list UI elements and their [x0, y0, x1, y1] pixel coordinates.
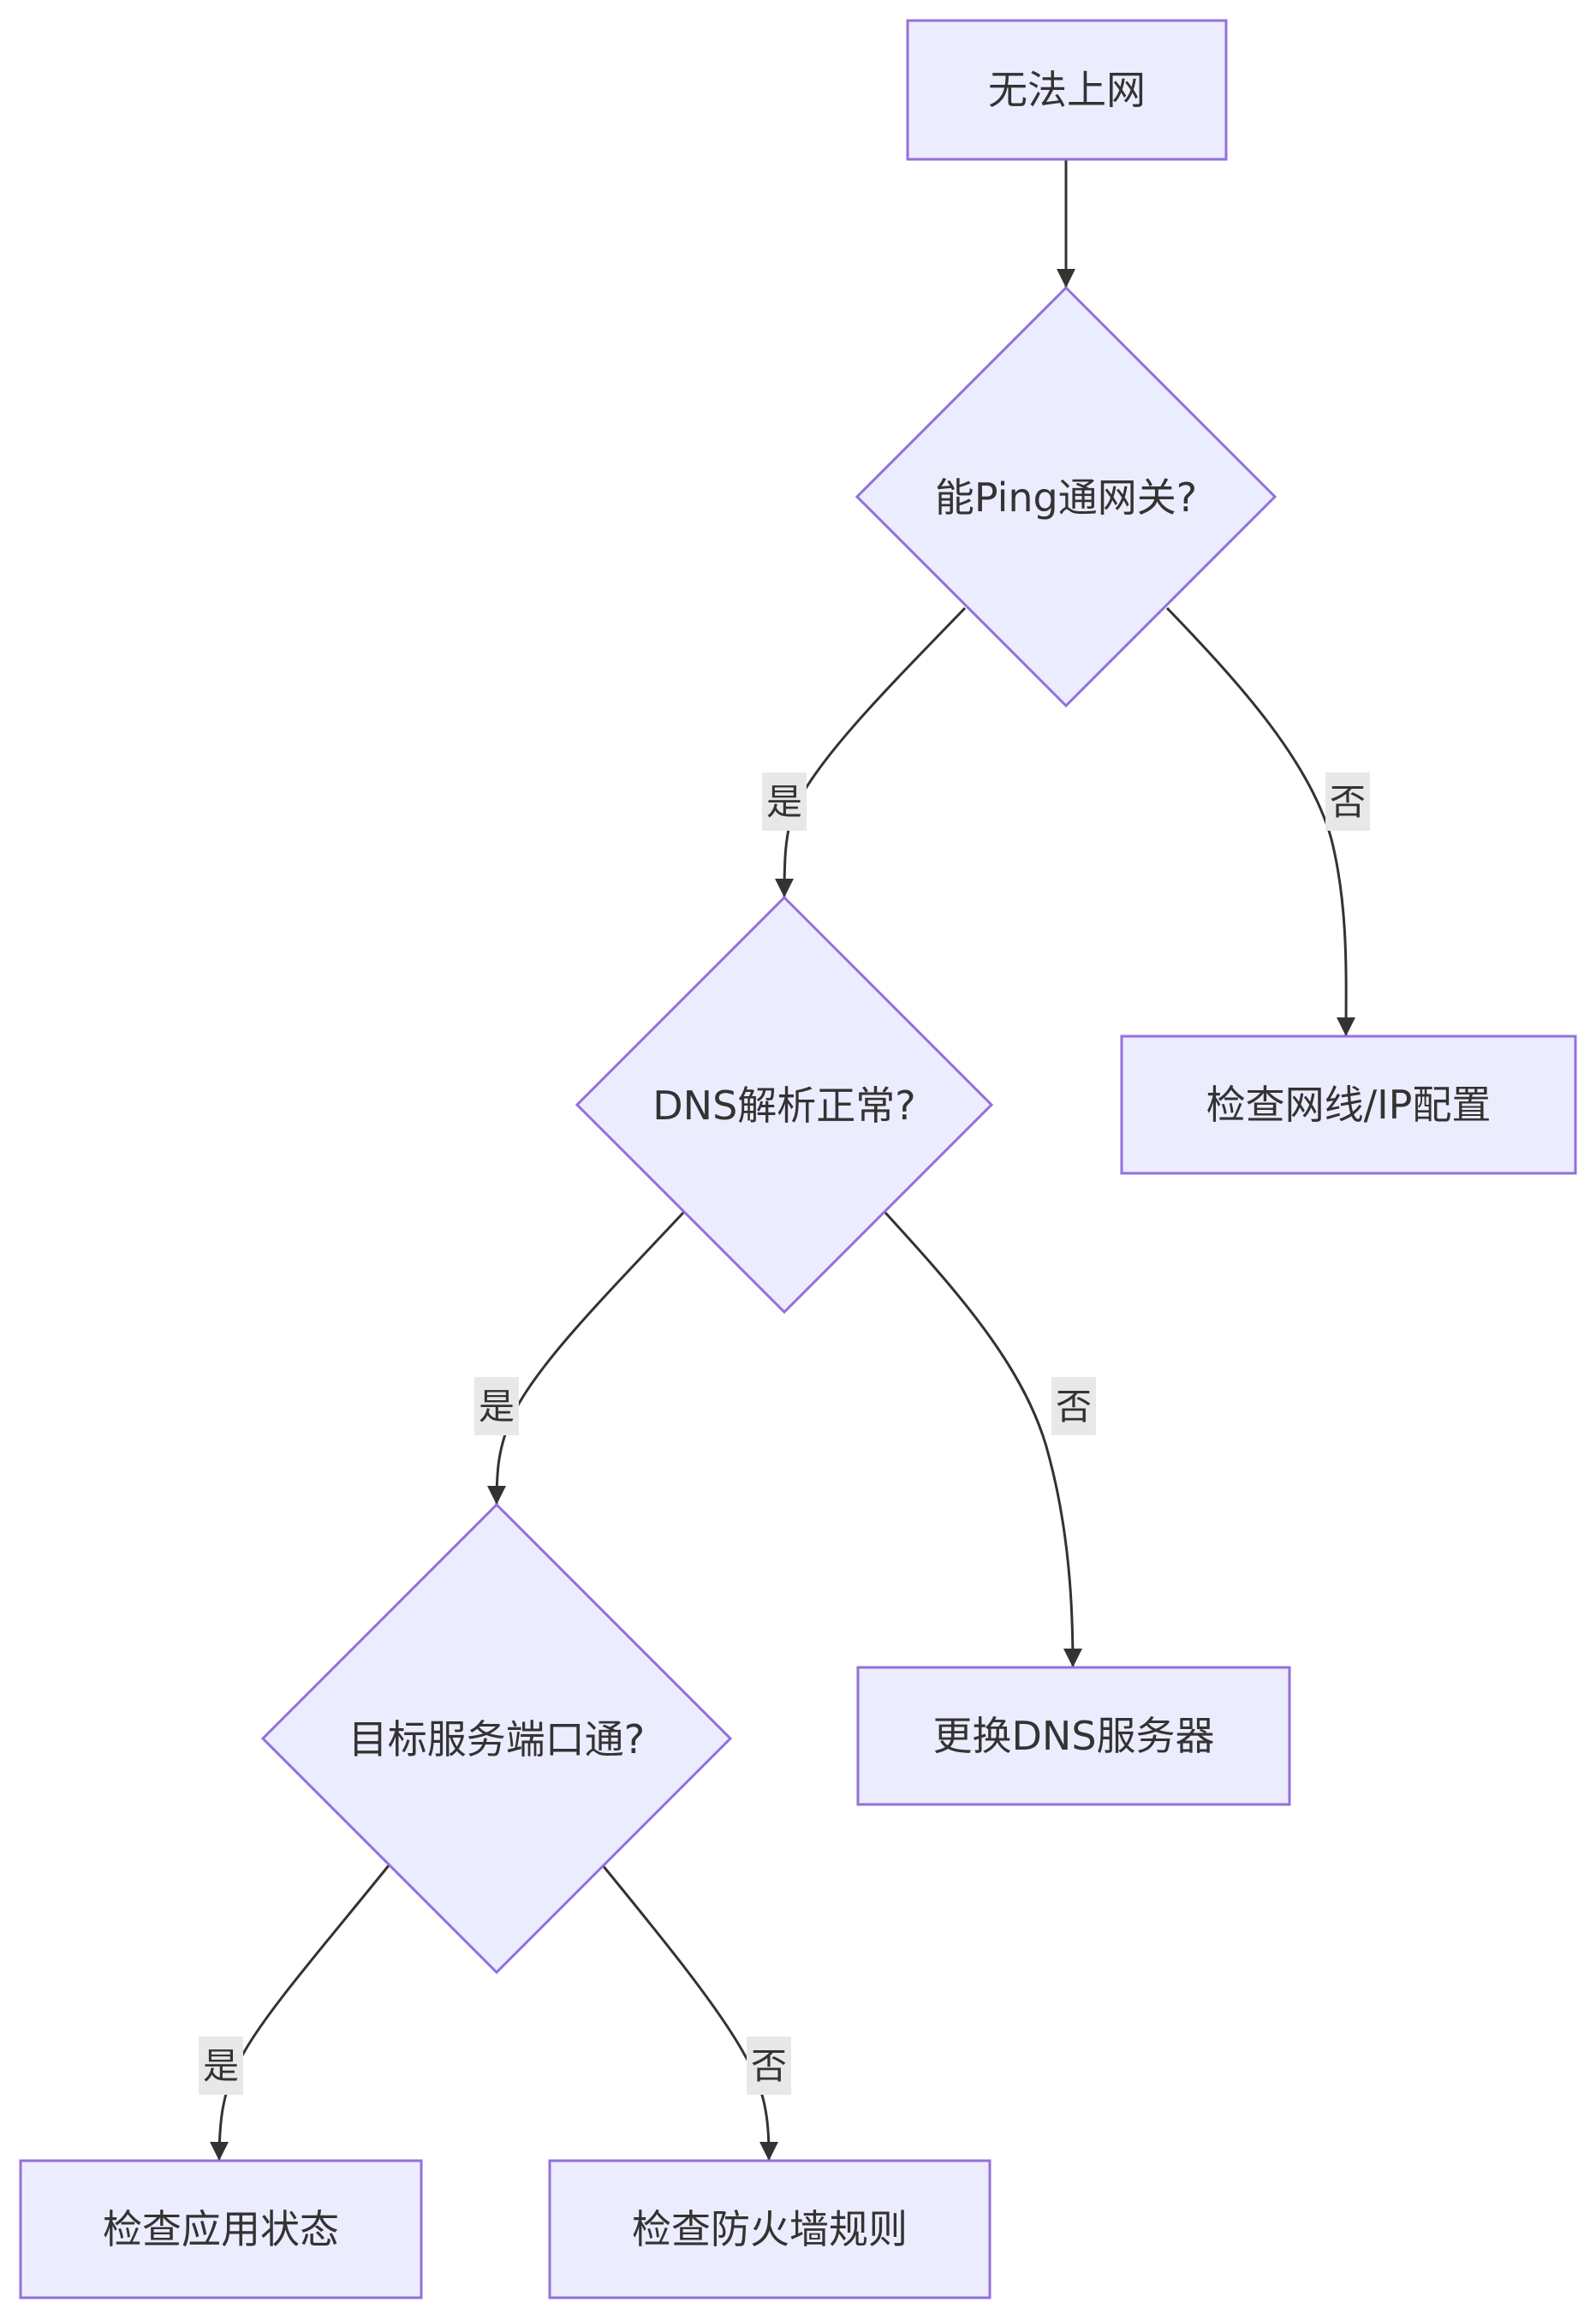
node-check-cable-ip[interactable]: 检查网线/IP配置 — [1120, 1035, 1577, 1175]
node-label: 无法上网 — [988, 67, 1146, 113]
node-label: 检查防火墙规则 — [632, 2206, 908, 2252]
decision-ping-gateway[interactable]: 能Ping通网关? — [855, 285, 1277, 708]
edge-ping-no — [1165, 606, 1356, 1037]
node-label: 检查网线/IP配置 — [1206, 1082, 1492, 1128]
node-start[interactable]: 无法上网 — [906, 19, 1228, 161]
edge-label-text: 是 — [203, 2045, 239, 2087]
node-label: 目标服务端口通? — [348, 1716, 645, 1762]
edge-port-no — [600, 1864, 778, 2162]
edge-label-ping-yes: 是 — [762, 772, 807, 831]
node-label: 检查应用状态 — [103, 2206, 339, 2252]
edge-label-text: 是 — [766, 781, 802, 823]
edge-label-text: 否 — [1330, 781, 1366, 823]
decision-dns-ok[interactable]: DNS解析正常? — [575, 895, 994, 1315]
edge-labels: 是 否 是 否 是 否 — [199, 772, 1370, 2095]
edges — [210, 159, 1356, 2162]
node-change-dns[interactable]: 更换DNS服务器 — [856, 1666, 1291, 1806]
edge-ping-yes — [775, 606, 967, 898]
node-check-app[interactable]: 检查应用状态 — [19, 2159, 423, 2299]
node-label: 更换DNS服务器 — [932, 1713, 1214, 1759]
edge-label-port-no: 否 — [747, 2037, 791, 2095]
edge-label-dns-no: 否 — [1051, 1377, 1096, 1435]
edge-label-ping-no: 否 — [1325, 772, 1370, 831]
edge-label-dns-yes: 是 — [474, 1377, 519, 1435]
node-label: DNS解析正常? — [652, 1082, 915, 1129]
decision-port-open[interactable]: 目标服务端口通? — [260, 1502, 733, 1975]
node-check-firewall[interactable]: 检查防火墙规则 — [548, 2159, 992, 2299]
edge-dns-no — [884, 1211, 1082, 1668]
edge-label-text: 否 — [751, 2045, 787, 2087]
edge-dns-yes — [487, 1211, 685, 1506]
nodes: 无法上网 能Ping通网关? 检查网线/IP配置 DNS解析正常? 更换DNS服… — [19, 19, 1577, 2299]
edge-port-yes — [210, 1864, 391, 2162]
node-label: 能Ping通网关? — [935, 474, 1197, 521]
edge-label-text: 否 — [1056, 1386, 1092, 1428]
edge-label-port-yes: 是 — [199, 2037, 243, 2095]
edge-label-text: 是 — [479, 1386, 515, 1428]
